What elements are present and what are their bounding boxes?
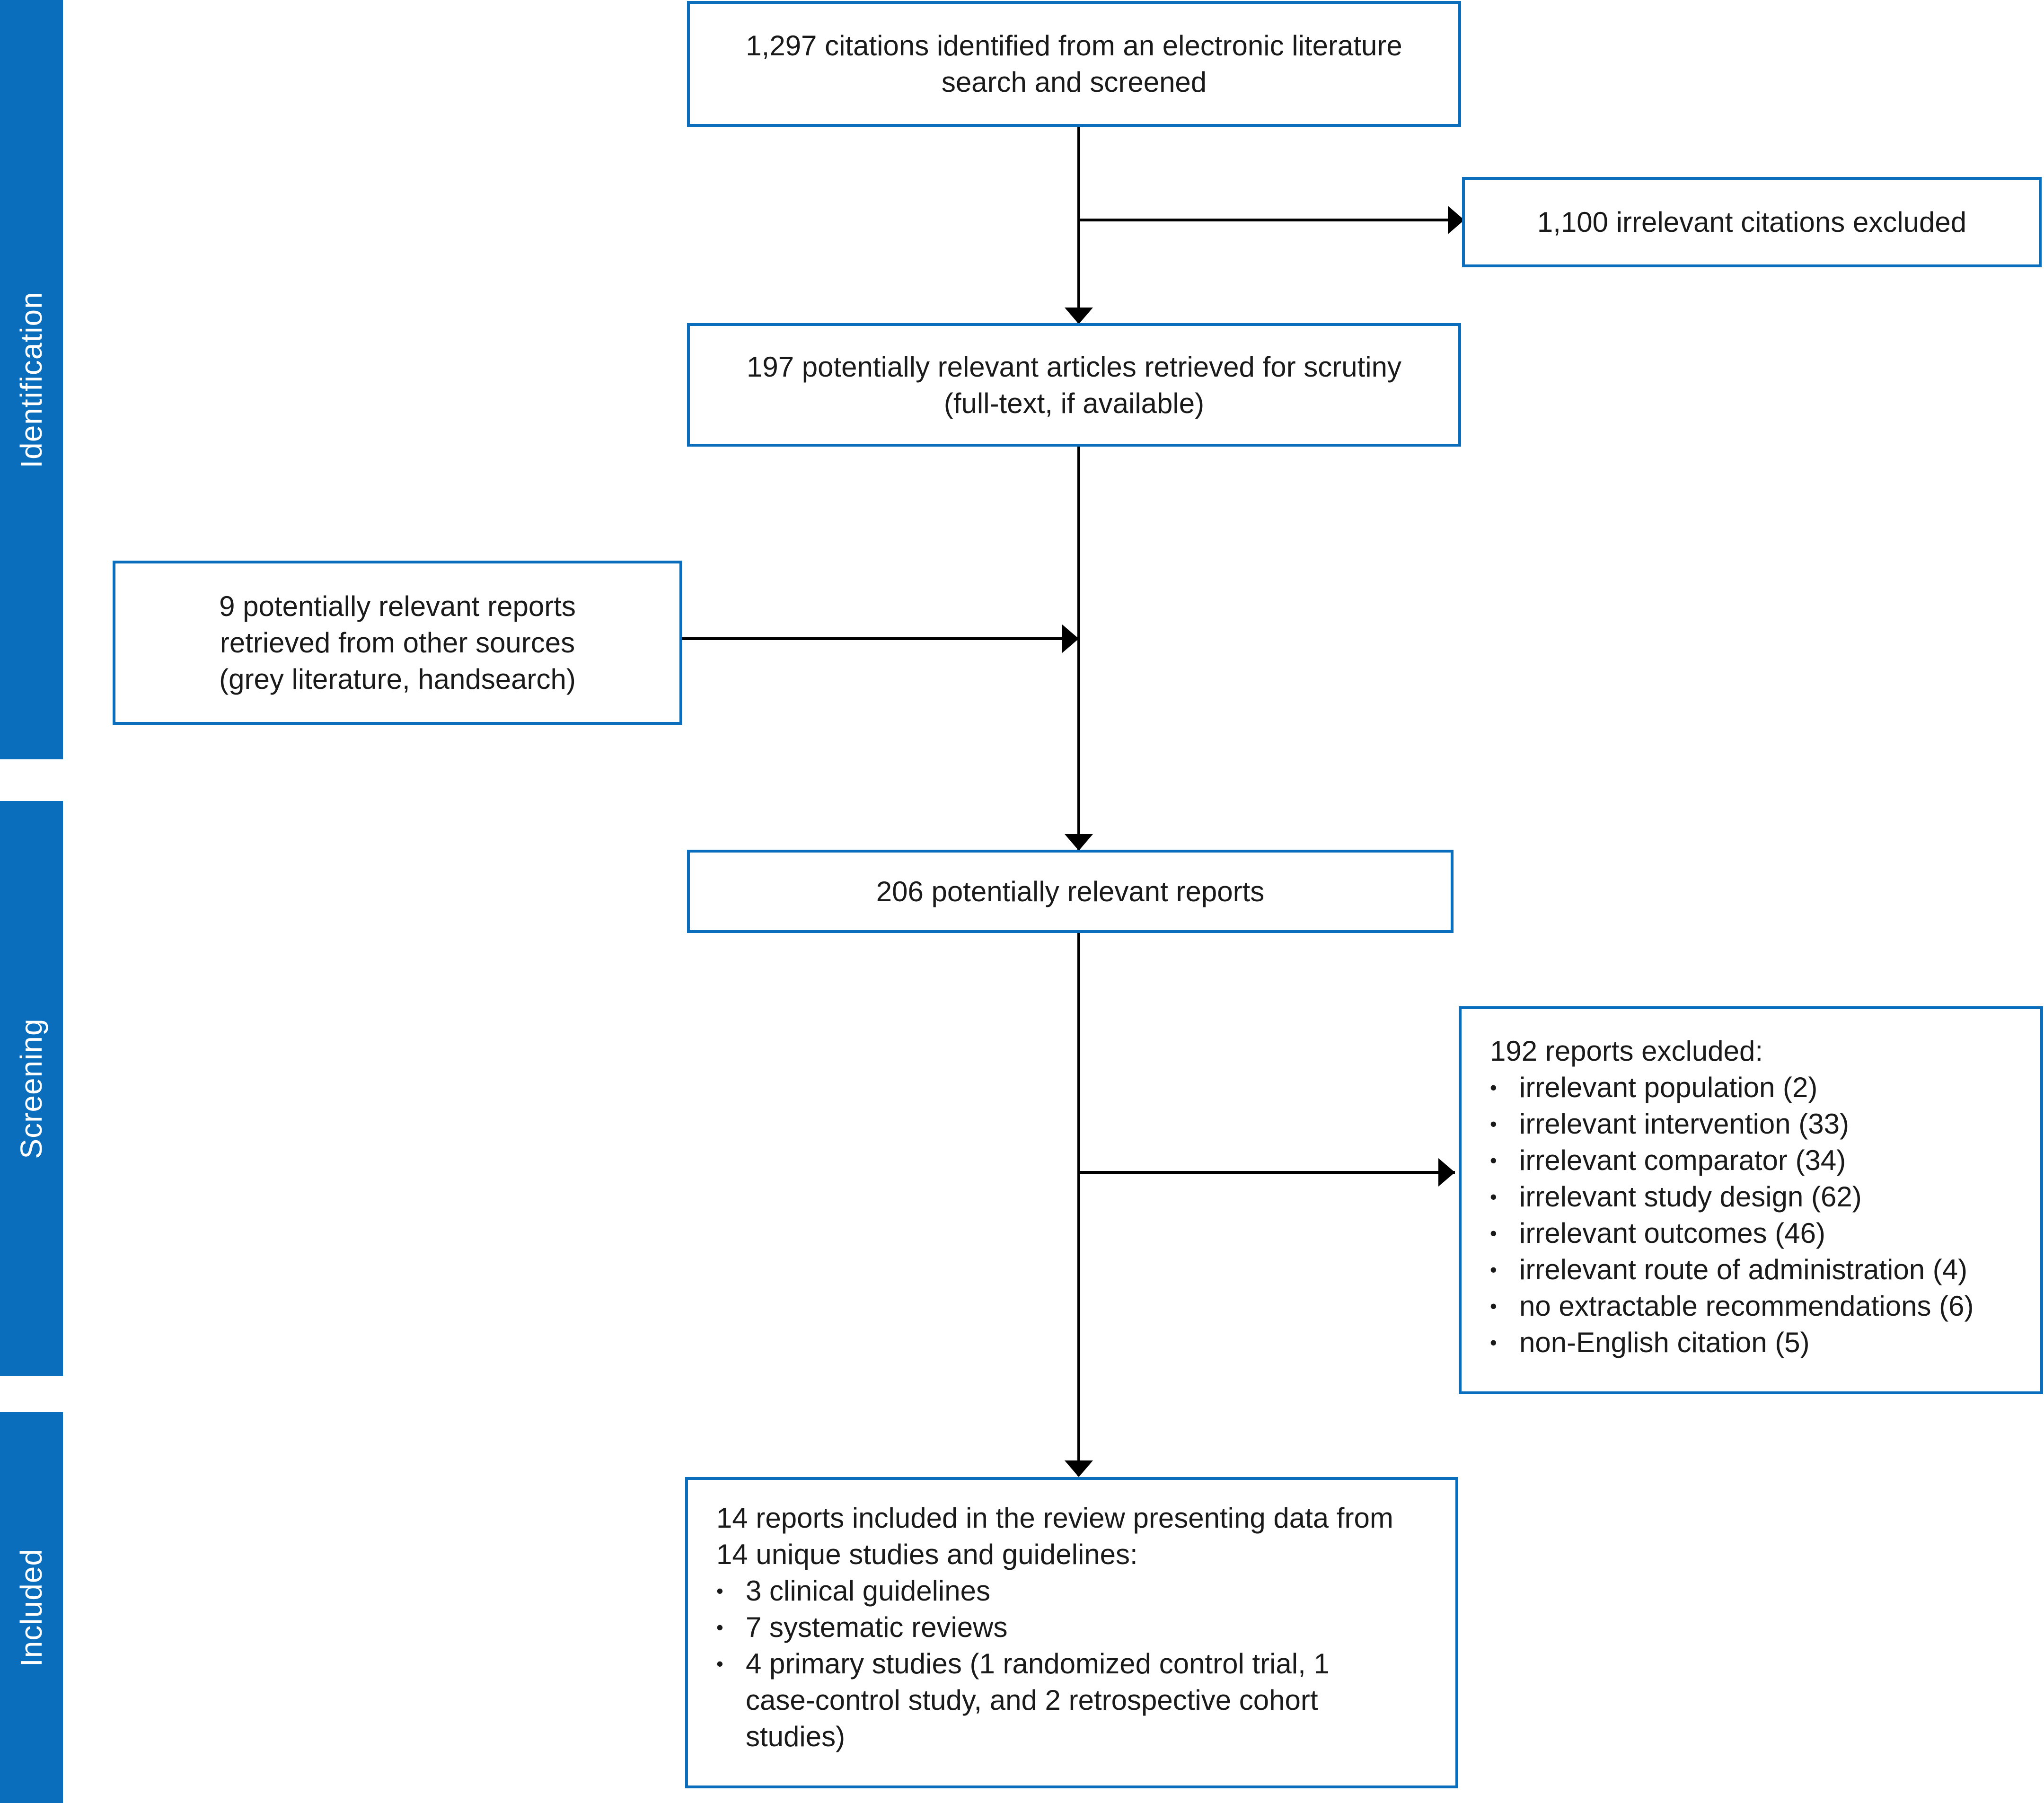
exclusion-reason-item: irrelevant population (2) xyxy=(1490,1069,2012,1106)
citations-identified-box: 1,297 citations identified from an elect… xyxy=(687,1,1461,127)
arrowhead-excluded-citations xyxy=(1448,206,1464,234)
exclusion-reason-item: irrelevant study design (62) xyxy=(1490,1179,2012,1215)
articles-retrieved-box: 197 potentially relevant articles retrie… xyxy=(687,323,1461,447)
reports-included-box: 14 reports included in the review presen… xyxy=(685,1477,1458,1788)
reports-included-heading-line-1: 14 reports included in the review presen… xyxy=(716,1502,1393,1534)
arrowhead-retrieved xyxy=(1065,308,1093,324)
reports-excluded-heading: 192 reports excluded: xyxy=(1490,1035,1763,1067)
included-study-text: studies) xyxy=(746,1721,846,1752)
included-study-text: case-control study, and 2 retrospective … xyxy=(746,1684,1318,1716)
stage-bar-identification: Identification xyxy=(0,0,63,759)
arrowhead-relevant xyxy=(1065,834,1093,851)
reports-included-heading-line-2: 14 unique studies and guidelines: xyxy=(716,1539,1138,1570)
citations-identified-line-1: 1,297 citations identified from an elect… xyxy=(746,30,1402,62)
exclusion-reason-item: irrelevant route of administration (4) xyxy=(1490,1251,2012,1288)
included-study-text: 7 systematic reviews xyxy=(746,1611,1008,1643)
exclusion-reason-item: irrelevant outcomes (46) xyxy=(1490,1215,2012,1251)
other-sources-line-3: (grey literature, handsearch) xyxy=(219,663,576,695)
exclusion-reasons-list: irrelevant population (2) irrelevant int… xyxy=(1490,1069,2012,1361)
other-sources-line-2: retrieved from other sources xyxy=(220,627,575,659)
included-study-text: 3 clinical guidelines xyxy=(746,1575,990,1607)
exclusion-reason-item: non-English citation (5) xyxy=(1490,1324,2012,1361)
articles-retrieved-line-2: (full-text, if available) xyxy=(943,387,1205,419)
relevant-reports-line-1: 206 potentially relevant reports xyxy=(876,875,1265,907)
arrowhead-included xyxy=(1065,1460,1093,1477)
relevant-reports-box: 206 potentially relevant reports xyxy=(687,850,1454,933)
included-study-item: 4 primary studies (1 randomized control … xyxy=(716,1645,1427,1755)
citations-excluded-box: 1,100 irrelevant citations excluded xyxy=(1462,177,2042,267)
citations-identified-line-2: search and screened xyxy=(941,66,1207,98)
included-studies-list: 3 clinical guidelines 7 systematic revie… xyxy=(716,1573,1427,1755)
exclusion-reason-item: irrelevant comparator (34) xyxy=(1490,1142,2012,1179)
stage-bar-screening: Screening xyxy=(0,801,63,1376)
stage-bar-included: Included xyxy=(0,1412,63,1803)
other-sources-line-1: 9 potentially relevant reports xyxy=(219,590,576,622)
citations-excluded-line-1: 1,100 irrelevant citations excluded xyxy=(1537,206,1967,238)
included-study-item: 7 systematic reviews xyxy=(716,1609,1427,1645)
exclusion-reason-item: no extractable recommendations (6) xyxy=(1490,1288,2012,1324)
other-sources-box: 9 potentially relevant reports retrieved… xyxy=(113,561,682,725)
included-study-text: 4 primary studies (1 randomized control … xyxy=(746,1648,1330,1680)
included-study-item: 3 clinical guidelines xyxy=(716,1573,1427,1609)
arrowhead-other-sources xyxy=(1062,624,1079,653)
arrowhead-excluded-reports xyxy=(1438,1158,1455,1187)
reports-excluded-box: 192 reports excluded: irrelevant populat… xyxy=(1459,1006,2043,1394)
articles-retrieved-line-1: 197 potentially relevant articles retrie… xyxy=(747,351,1401,383)
exclusion-reason-item: irrelevant intervention (33) xyxy=(1490,1106,2012,1142)
